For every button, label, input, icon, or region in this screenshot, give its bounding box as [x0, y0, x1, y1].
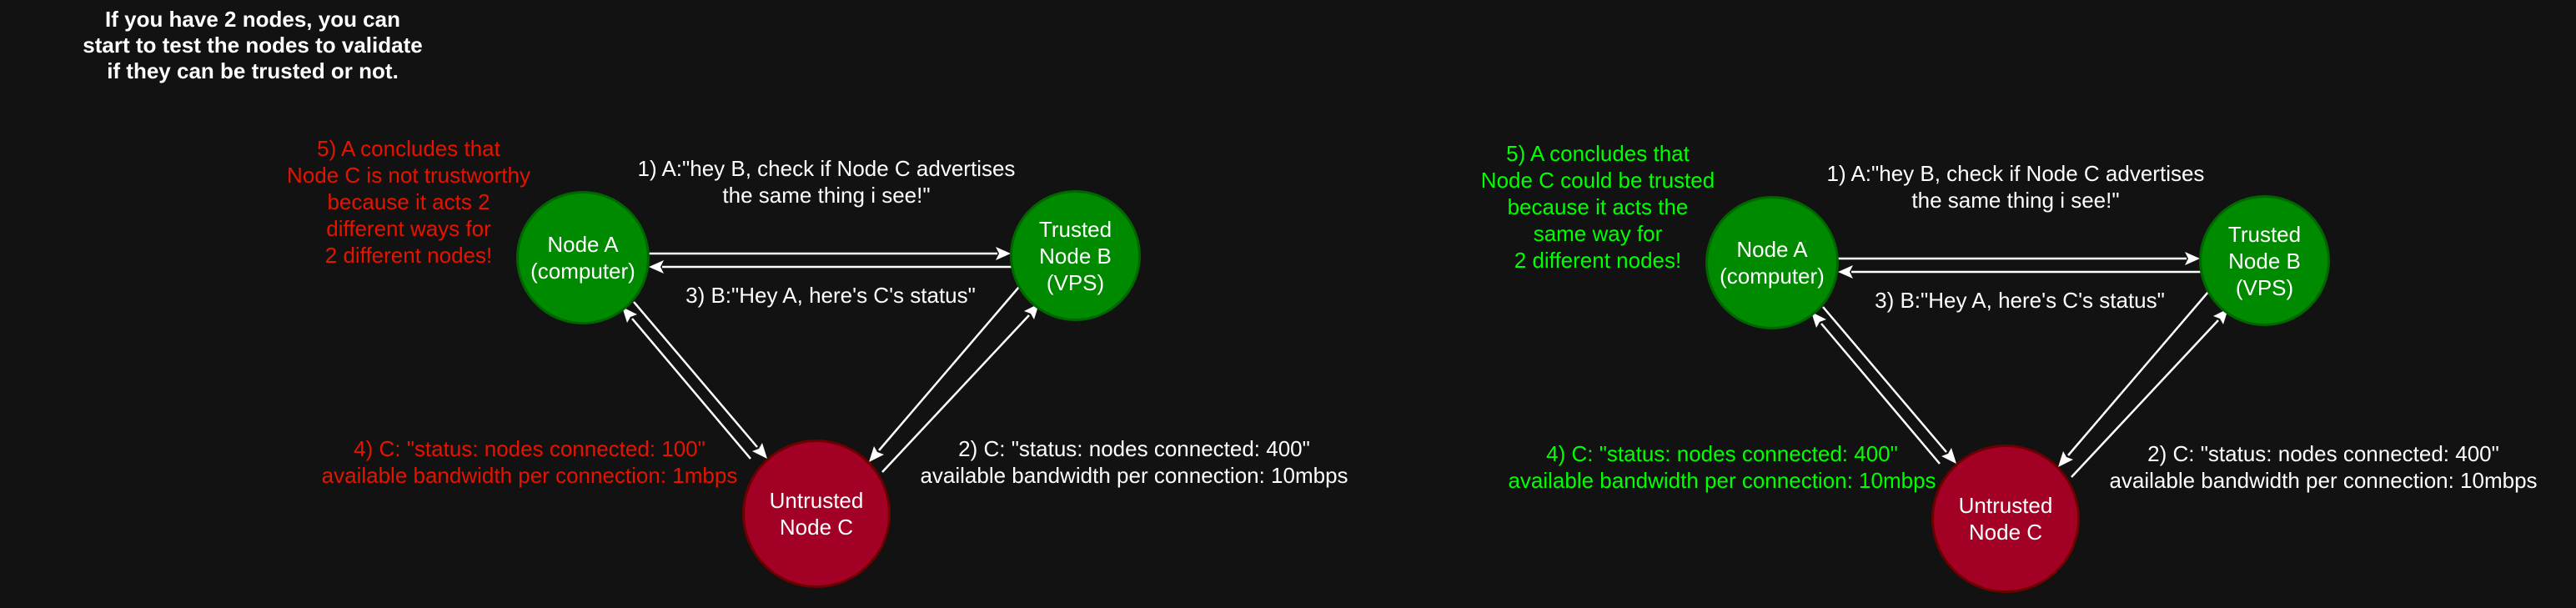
arrow-a-to-c	[1822, 306, 1947, 453]
step-2-label: 2) C: "status: nodes connected: 400" ava…	[2109, 441, 2538, 493]
arrowhead-a-to-b	[2185, 252, 2200, 265]
arrowhead-a-to-c	[1941, 448, 1956, 464]
node-b-trusted: Trusted Node B (VPS)	[2199, 195, 2330, 326]
arrowhead-a-to-b	[996, 247, 1011, 260]
arrow-b-to-c	[2067, 291, 2209, 456]
arrowhead-c-to-a	[622, 307, 637, 323]
step-5-conclusion: 5) A concludes that Node C could be trus…	[1480, 141, 1715, 273]
step-3-label: 3) B:"Hey A, here's C's status"	[685, 283, 976, 308]
node-c-untrusted: Untrusted Node C	[742, 440, 891, 588]
step-4-label: 4) C: "status: nodes connected: 100" ava…	[321, 436, 738, 488]
arrowhead-b-to-c	[869, 446, 884, 462]
arrow-c-to-a	[631, 318, 751, 460]
arrowhead-b-to-a	[649, 260, 664, 274]
node-a: Node A (computer)	[1705, 196, 1839, 329]
step-1-label: 1) A:"hey B, check if Node C advertises …	[637, 156, 1016, 208]
arrow-c-to-a	[1820, 323, 1941, 465]
node-a: Node A (computer)	[516, 191, 650, 324]
node-b-trusted: Trusted Node B (VPS)	[1010, 190, 1141, 321]
arrowhead-b-to-a	[1838, 265, 1853, 279]
arrow-c-to-b	[881, 314, 1030, 473]
diagram-title: If you have 2 nodes, you can start to te…	[83, 7, 423, 83]
arrowhead-c-to-a	[1811, 312, 1826, 328]
step-4-label: 4) C: "status: nodes connected: 400" ava…	[1508, 441, 1936, 493]
step-5-conclusion: 5) A concludes that Node C is not trustw…	[287, 136, 530, 268]
arrow-a-to-c	[633, 301, 758, 448]
step-3-label: 3) B:"Hey A, here's C's status"	[1875, 288, 2165, 313]
arrow-c-to-b	[2071, 319, 2219, 478]
node-c-untrusted: Untrusted Node C	[1931, 445, 2080, 593]
arrow-b-to-c	[878, 286, 1020, 451]
step-2-label: 2) C: "status: nodes connected: 400" ava…	[920, 436, 1348, 488]
arrowhead-b-to-c	[2058, 451, 2073, 467]
step-1-label: 1) A:"hey B, check if Node C advertises …	[1826, 161, 2205, 213]
arrowhead-a-to-c	[752, 443, 767, 459]
